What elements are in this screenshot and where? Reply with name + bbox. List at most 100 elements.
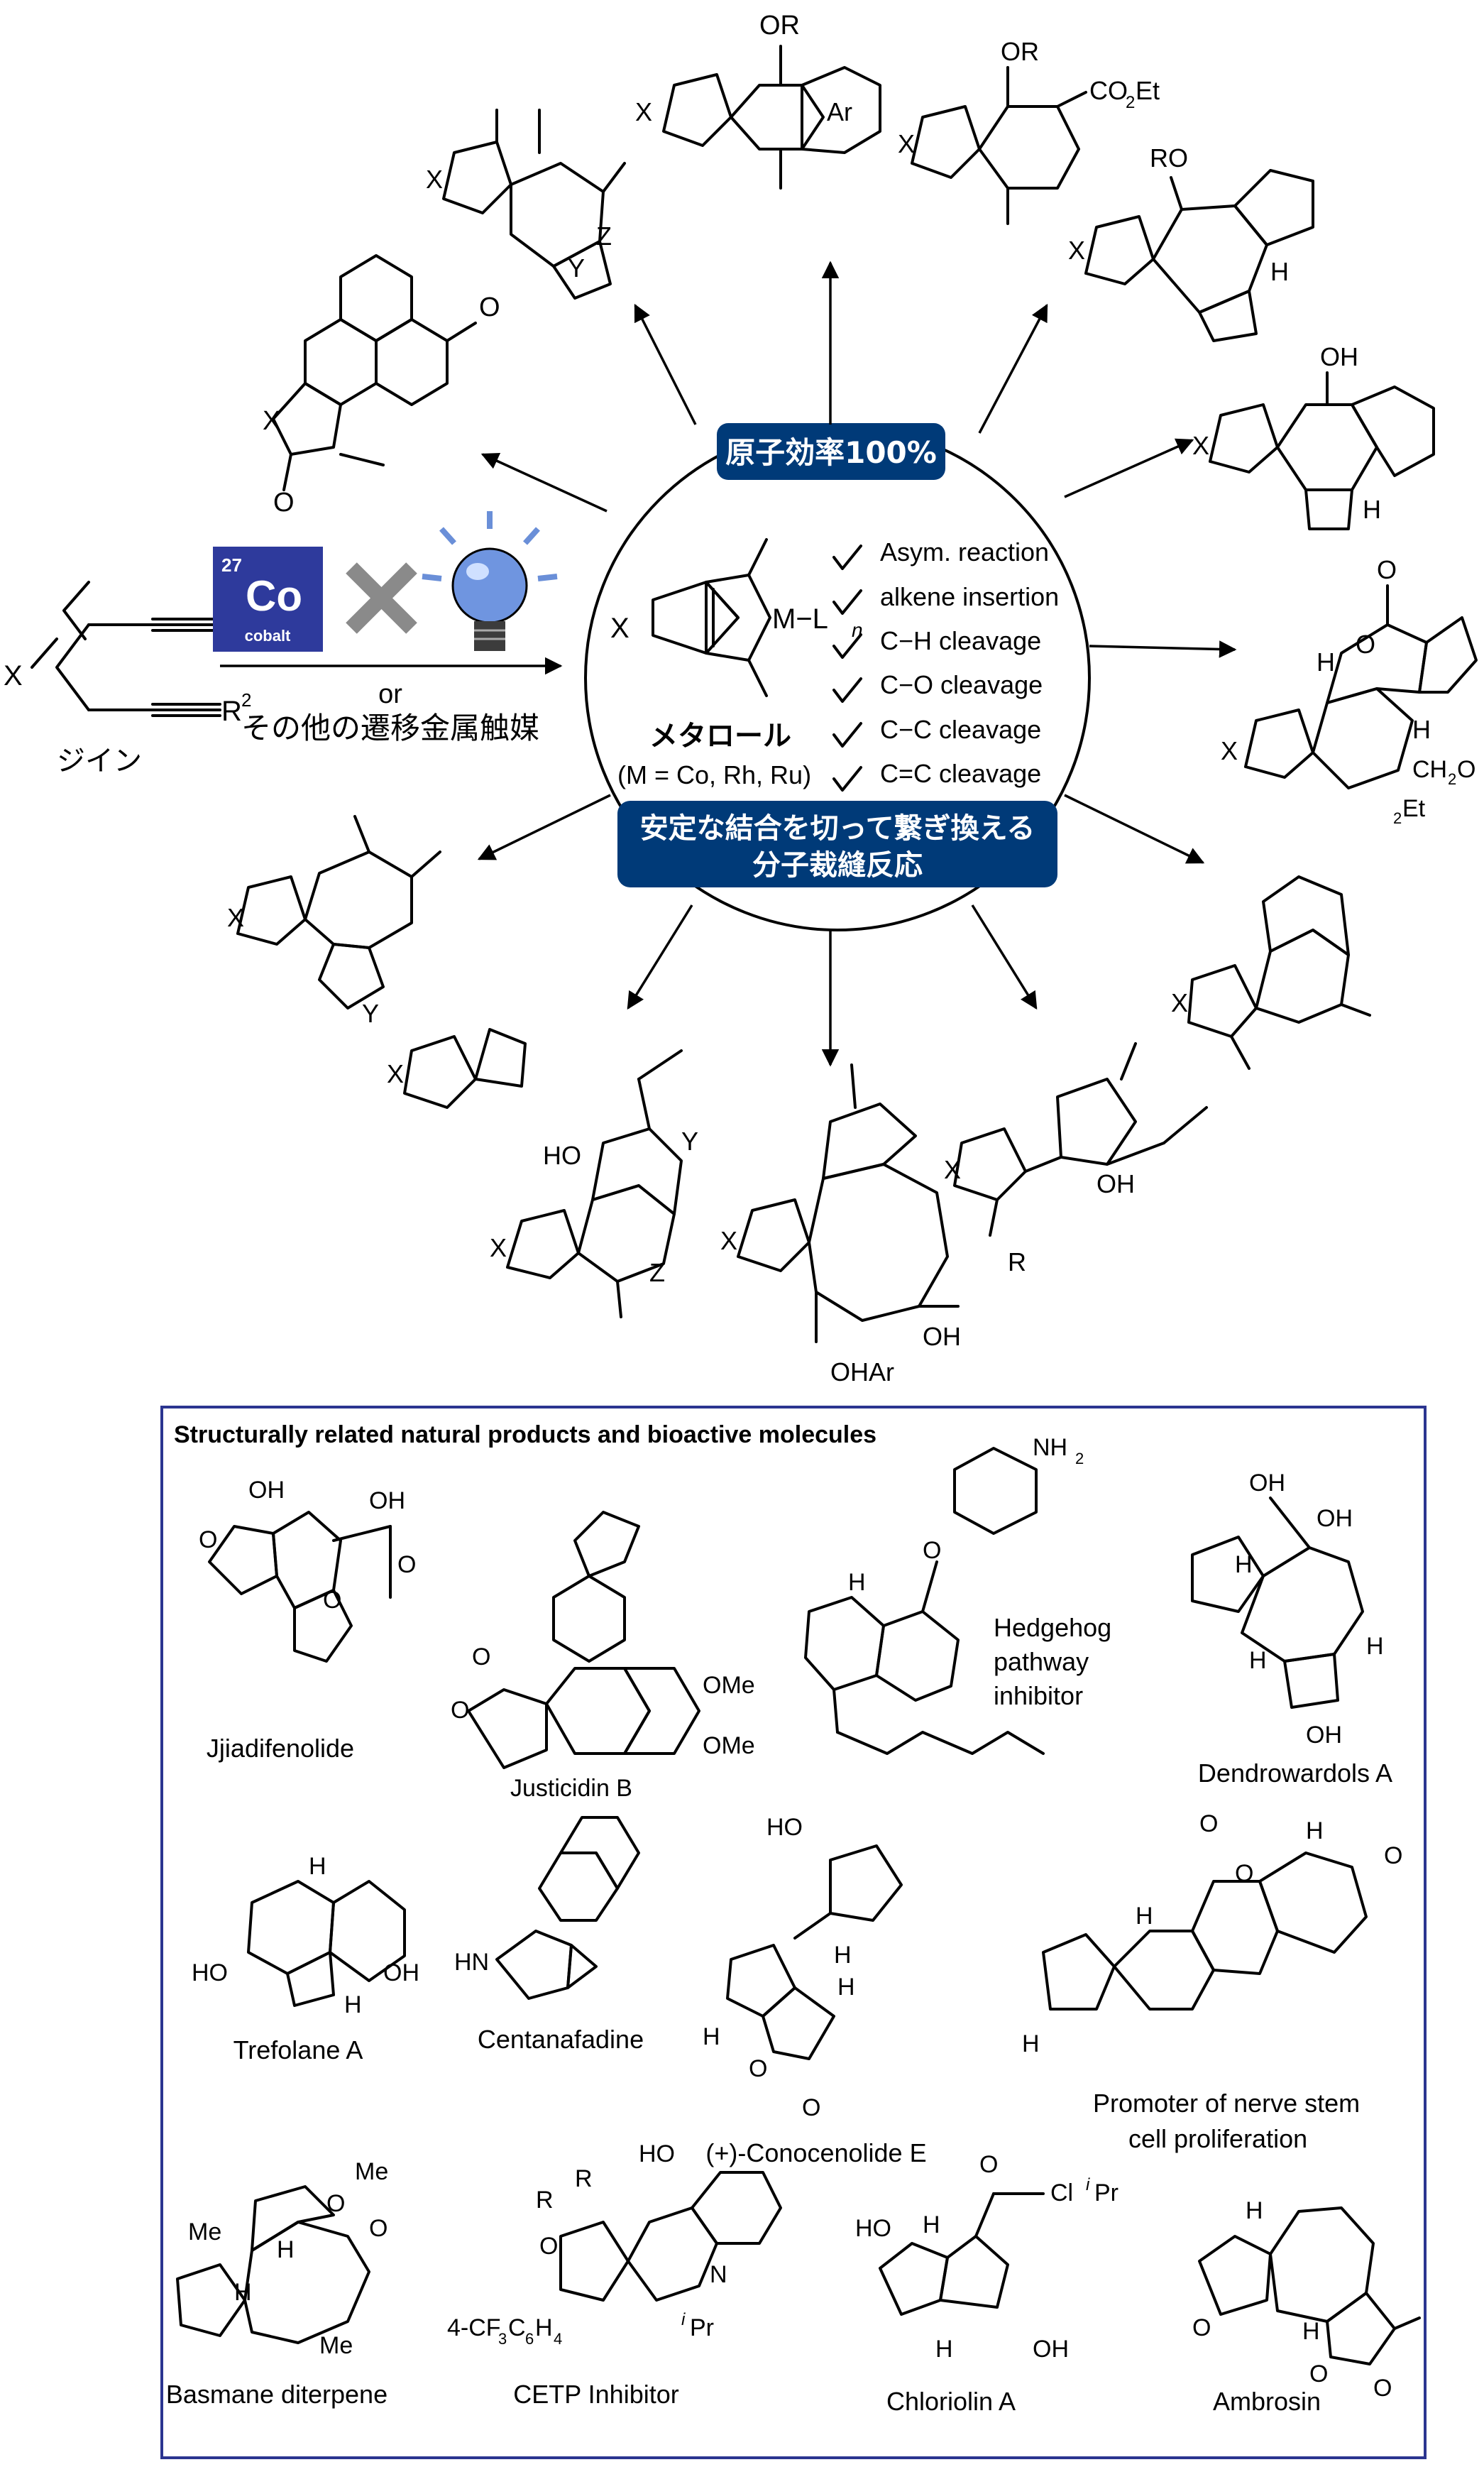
phenol-x: X (1192, 431, 1209, 460)
hub: 原子効率100% X M−L n メタロール (M = Co, Rh, Ru) … (584, 423, 1091, 931)
cyan-x: X (1068, 236, 1085, 265)
ester-et: Et (1136, 76, 1160, 105)
check-icon (832, 545, 862, 570)
lav-ho: HO (543, 1141, 581, 1170)
hh-nh: NH (1033, 1434, 1067, 1461)
lactone-h2: H (1412, 715, 1431, 744)
metallole-label: メタロール (649, 720, 791, 753)
check-icon (832, 766, 862, 792)
check-item: C−H cleavage (880, 626, 1041, 655)
cetp-ho: HO (639, 2140, 675, 2167)
octa-ohar: OHAr (830, 1357, 894, 1386)
natural-products-panel: Structurally related natural products an… (160, 1406, 1427, 2459)
jjia-oh2: OH (369, 1487, 405, 1514)
cetp-o: O (539, 2233, 558, 2260)
light-bulb-icon (422, 511, 558, 651)
product-lavender: HO Y Z X (490, 1049, 698, 1318)
cono-h1: H (703, 2023, 720, 2050)
diyne-r2: R (221, 696, 242, 727)
badge-bottom-line2: 分子裁縫反応 (752, 849, 923, 882)
chl-oh: OH (1033, 2336, 1069, 2363)
lactone-o3: O (1457, 756, 1475, 783)
ester-x: X (898, 129, 915, 158)
jjia-oh1: OH (248, 1477, 285, 1504)
diyne-x: X (4, 660, 23, 691)
cobalt-name: cobalt (245, 627, 291, 645)
den-oh2: OH (1317, 1505, 1353, 1532)
cono-h3: H (834, 1942, 852, 1969)
cross-icon (346, 562, 417, 634)
cetp-pr: Pr (690, 2314, 714, 2341)
octa-oh: OH (923, 1322, 961, 1351)
lactone-o2: O (1356, 630, 1375, 659)
np-justicidin: O O OMe OMe Justicidin B (451, 1511, 755, 1802)
cobalt-symbol: Co (246, 572, 302, 620)
catalyst-panel: 27 Co cobalt or その他の遷移金属触媒 (213, 511, 563, 745)
diene-oh: OH (1096, 1169, 1135, 1198)
tref-h2: H (344, 1991, 362, 2018)
atom-economy-badge: 原子効率100% (717, 423, 945, 480)
tref-h1: H (309, 1853, 326, 1880)
prom-pr: Pr (1094, 2179, 1119, 2206)
cetp-c-sub: 6 (525, 2330, 534, 2348)
np-chloriolin: HO O Cl OH H H Chloriolin A (855, 2151, 1073, 2416)
ester-or: OR (1001, 37, 1039, 66)
tref-ho: HO (192, 1959, 228, 1986)
naph-or: OR (759, 11, 800, 40)
enone-x: X (263, 406, 280, 436)
prom-o1: O (1235, 1860, 1253, 1887)
den-name: Dendrowardols A (1198, 1758, 1392, 1788)
bas-me2: Me (188, 2219, 221, 2246)
teal-x: X (387, 1059, 404, 1088)
product-green-tricycle: X Z Y (426, 109, 626, 300)
bas-name: Basmane diterpene (166, 2380, 388, 2409)
prom-h3: H (1306, 1817, 1324, 1844)
tref-name: Trefolane A (233, 2035, 363, 2064)
np-hedgehog: O NH 2 H Hedgehog pathway inhibitor (804, 1434, 1111, 1755)
cetp-i: i (681, 2310, 686, 2329)
metal-group: M−L (772, 603, 828, 635)
product-ester: OR CO 2 Et X (898, 37, 1160, 225)
lactone-ch-sub: 2 (1448, 770, 1456, 788)
lactone-o1: O (1377, 555, 1397, 584)
chl-h1: H (923, 2211, 940, 2238)
product-naphthalene: OR Ar X (635, 11, 881, 190)
np-promoter: O O O H H H i Pr Promoter of nerve stem … (1022, 1810, 1402, 2206)
amb-o2: O (1309, 2361, 1328, 2387)
check-item: C−C cleavage (880, 715, 1041, 744)
metallole-structure: X M−L n メタロール (M = Co, Rh, Ru) (610, 538, 863, 789)
lactone-h1: H (1317, 647, 1335, 677)
cyan-h: H (1270, 257, 1289, 286)
den-h2: H (1366, 1633, 1384, 1660)
radial-arrows (477, 261, 1237, 1067)
cyan-ro: RO (1150, 143, 1188, 173)
ester-co: CO (1089, 76, 1128, 105)
product-cyan-cycle: RO H X (1068, 143, 1314, 342)
jjia-o3: O (323, 1587, 341, 1614)
just-ome2: OMe (703, 1732, 755, 1759)
np-cetp: HO R R O N i Pr 4-CF 3 C 6 H 4 CETP Inhi… (447, 2140, 782, 2409)
bas-h2: H (234, 2279, 252, 2306)
amb-o3: O (1373, 2375, 1392, 2402)
check-icon (832, 677, 862, 703)
lactone-et: Et (1402, 795, 1426, 822)
np-conocenolide: HO O O H H H (+)-Conocenolide E (703, 1814, 927, 2167)
cetp-r2: R (575, 2165, 593, 2192)
chl-h2: H (935, 2336, 953, 2363)
amb-h1: H (1246, 2197, 1263, 2224)
panel-heading: Structurally related natural products an… (174, 1421, 876, 1448)
enone-o: O (479, 292, 500, 322)
np-ambrosin: H H O O O Ambrosin (1192, 2197, 1421, 2416)
prom-h2: H (1022, 2030, 1040, 2057)
metallole-sub: (M = Co, Rh, Ru) (617, 760, 811, 789)
cent-hn: HN (454, 1949, 489, 1976)
cetp-c: C (508, 2314, 526, 2341)
check-icon (832, 633, 862, 659)
green-z: Z (596, 221, 612, 251)
product-biaryl: X (1171, 875, 1371, 1070)
check-icon (832, 589, 862, 615)
just-ome1: OMe (703, 1672, 755, 1699)
prom-h1: H (1136, 1903, 1153, 1930)
orange-x: X (227, 903, 244, 932)
